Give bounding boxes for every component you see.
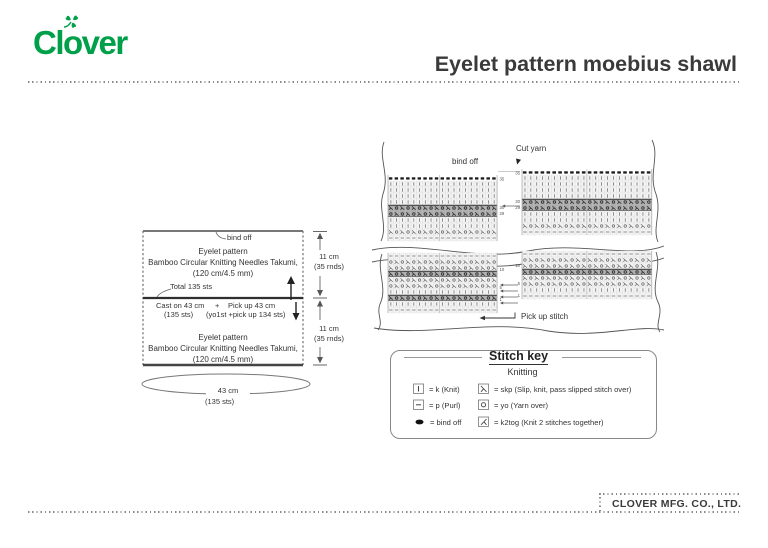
lower-left-wavy-edge	[377, 253, 384, 331]
bind-off-leader	[215, 231, 227, 240]
svg-text:35: 35	[515, 171, 520, 176]
up-arrow-icon	[287, 276, 295, 284]
page-title: Eyelet pattern moebius shawl	[434, 52, 737, 76]
footer-box-left	[599, 493, 601, 512]
bottom-wavy-edge	[373, 326, 665, 334]
svg-text:1: 1	[500, 297, 503, 302]
svg-text:1: 1	[518, 293, 521, 298]
svg-text:30: 30	[500, 205, 505, 210]
schematic-top-line1: Eyelet pattern	[198, 247, 248, 256]
footer-box-top	[599, 493, 740, 495]
lower-right-wavy-edge	[654, 251, 661, 333]
schematic-top-line3: (120 cm/4.5 mm)	[192, 269, 254, 278]
footer-divider	[28, 511, 740, 513]
svg-text:35: 35	[500, 177, 505, 182]
schematic-bottom-line2: Bamboo Circular Knitting Needles Takumi,	[148, 344, 298, 353]
key-item-skp: = skp (Slip, knit, pass slipped stitch o…	[478, 383, 631, 395]
stitch-key-title: Stitch key	[489, 349, 549, 365]
shamrock-icon	[63, 15, 79, 28]
upper-left-wavy-edge	[380, 141, 386, 242]
down-arrow-icon	[292, 313, 300, 321]
k2tog-symbol-icon	[478, 416, 489, 427]
chart-bind-off-label: bind off	[452, 157, 479, 166]
schematic-bind-off-label: bind off	[227, 233, 252, 242]
schematic-bottom-line1: Eyelet pattern	[198, 333, 248, 342]
schematic-plus: +	[215, 301, 220, 310]
schematic-pick-up-sub: (yo1st +pick up 134 sts)	[206, 310, 286, 319]
dim-top-line1: 11 cm	[319, 252, 339, 261]
key-item-label: = p (Purl)	[429, 400, 461, 410]
pick-up-arrow-icon	[479, 315, 485, 321]
clover-logo-text: Clover	[33, 24, 128, 61]
stitch-key-subtitle: Knitting	[507, 367, 538, 377]
key-item-p: = p (Purl)	[413, 399, 460, 411]
schematic-pick-up: Pick up 43 cm	[228, 301, 276, 310]
upper-right-wavy-edge	[651, 139, 659, 243]
svg-text:10: 10	[515, 263, 520, 268]
key-item-label: = bind off	[430, 417, 462, 427]
footer-company: CLOVER MFG. CO., LTD.	[612, 498, 742, 510]
key-item-label: = k2tog (Knit 2 stitches together)	[494, 417, 604, 427]
k-symbol-icon	[413, 383, 424, 394]
dim-bottom-line1: 11 cm	[319, 324, 339, 333]
cut-yarn-arrow-icon	[516, 158, 521, 165]
key-item-k2tog: = k2tog (Knit 2 stitches together)	[478, 416, 604, 428]
dim-bottom-line2: (35 rnds)	[313, 334, 344, 343]
dim-arrowhead-down2-icon	[317, 357, 323, 364]
schematic-top-line2: Bamboo Circular Knitting Needles Takumi,	[148, 258, 298, 267]
width-label-line1: 43 cm	[206, 386, 250, 395]
key-item-label: = yo (Yarn over)	[494, 400, 549, 410]
svg-text:29: 29	[500, 211, 505, 216]
stitch-key-box	[390, 350, 657, 439]
header-divider	[28, 81, 740, 83]
svg-text:10: 10	[500, 267, 505, 272]
svg-text:5: 5	[500, 285, 503, 290]
schematic-total-sts: Total 135 sts	[170, 282, 213, 291]
dim-arrowhead-up-icon	[317, 232, 323, 239]
key-flank-left	[404, 357, 482, 358]
dim-arrowhead-down-icon	[317, 290, 323, 297]
chart-cut-yarn-label: Cut yarn	[516, 144, 547, 153]
svg-text:30: 30	[515, 199, 520, 204]
schematic-cast-on-sub: (135 sts)	[164, 310, 194, 319]
clover-logo: Clover	[33, 24, 128, 61]
key-item-bindoff: = bind off	[414, 416, 461, 428]
schematic-cast-on: Cast on 43 cm	[156, 301, 205, 310]
total-sts-leader	[156, 288, 172, 298]
key-item-k: = k (Knit)	[413, 383, 460, 395]
p-symbol-icon	[413, 399, 424, 410]
key-item-yo: = yo (Yarn over)	[478, 399, 548, 411]
dim-top-line2: (35 rnds)	[313, 262, 344, 271]
key-item-label: = skp (Slip, knit, pass slipped stitch o…	[494, 384, 632, 394]
dim-arrowhead-up2-icon	[317, 300, 323, 307]
bind-off-symbol-icon	[415, 419, 424, 425]
skp-symbol-icon	[478, 383, 489, 394]
svg-text:5: 5	[518, 281, 521, 286]
yo-symbol-icon	[478, 399, 489, 410]
schematic-bottom-line3: (120 cm/4.5 mm)	[192, 355, 254, 364]
width-label-line2: (135 sts)	[205, 397, 235, 406]
key-item-label: = k (Knit)	[429, 384, 460, 394]
chart-pick-up-label: Pick up stitch	[521, 312, 569, 321]
svg-text:29: 29	[515, 205, 520, 210]
key-flank-right	[562, 357, 641, 358]
